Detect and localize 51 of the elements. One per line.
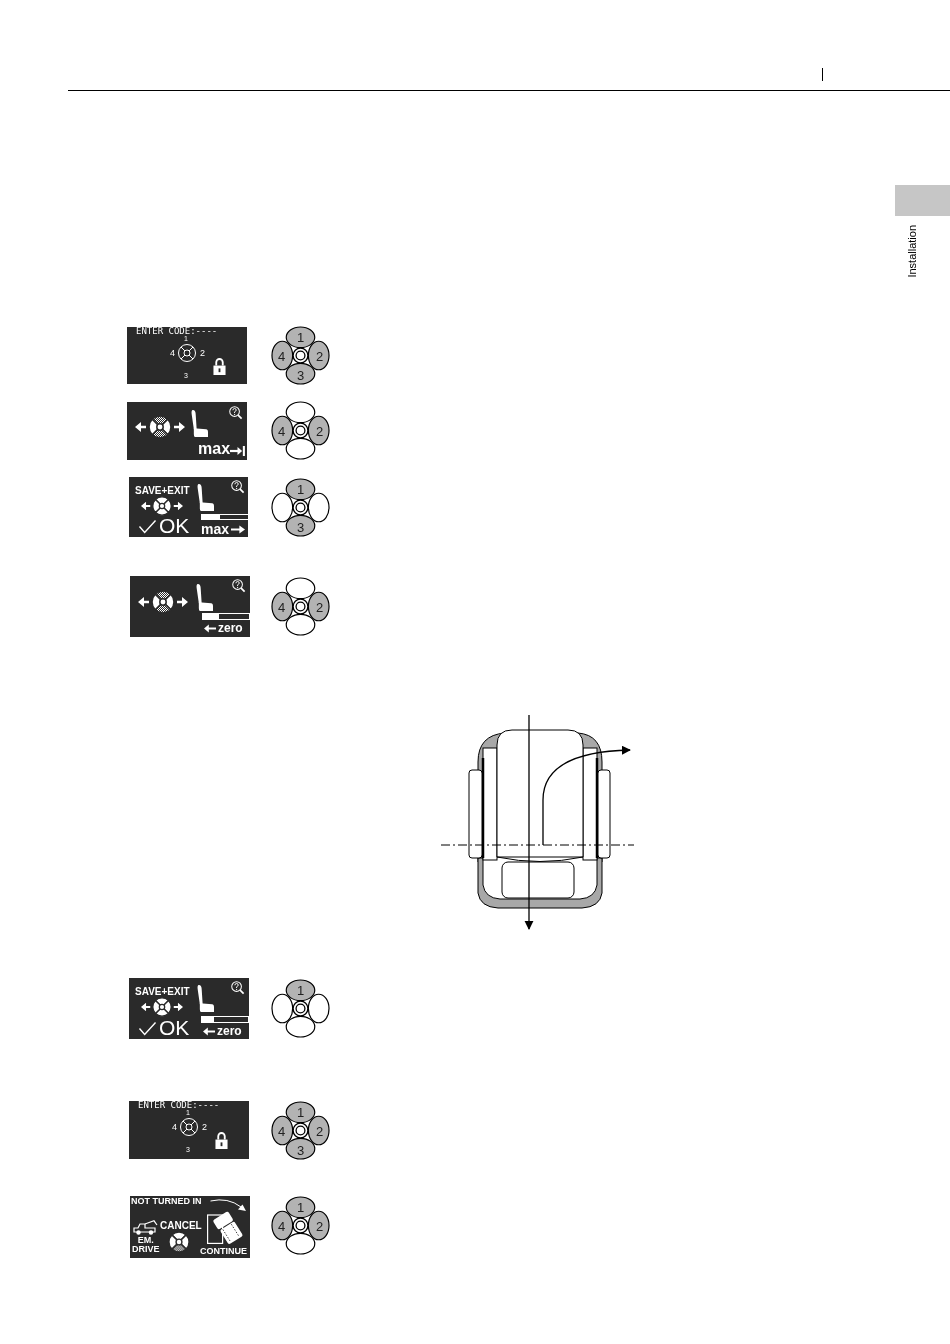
key-number: 4 — [277, 1124, 286, 1137]
display-screen — [129, 1101, 249, 1159]
direction-number: 2 — [202, 1123, 207, 1132]
display-screen — [130, 576, 250, 637]
keypad — [271, 979, 330, 1038]
end-position-label: max — [201, 522, 230, 536]
direction-number: 2 — [200, 349, 205, 358]
code-prompt: ENTER CODE:---- — [138, 1101, 220, 1110]
display-screen — [127, 327, 247, 384]
keypad — [271, 1101, 330, 1160]
direction-number: 4 — [170, 349, 175, 358]
key-number: 4 — [277, 1219, 286, 1232]
option-label: CONTINUE — [200, 1247, 247, 1256]
keypad — [271, 326, 330, 385]
key-number: 3 — [296, 368, 305, 381]
key-number: 4 — [277, 424, 286, 437]
key-number: 1 — [296, 330, 305, 343]
keypad — [271, 577, 330, 636]
key-number: 3 — [296, 520, 305, 533]
key-number: 1 — [296, 983, 305, 996]
display-screen — [129, 477, 248, 537]
confirm-label: OK — [159, 1017, 190, 1038]
keypad — [271, 1196, 330, 1255]
display-screen — [127, 402, 247, 460]
key-number: 4 — [277, 600, 286, 613]
key-number: 2 — [315, 600, 324, 613]
key-number: 2 — [315, 1219, 324, 1232]
display-screen — [130, 1196, 250, 1258]
key-number: 4 — [277, 349, 286, 362]
menu-label: SAVE+EXIT — [135, 987, 190, 997]
confirm-label: OK — [159, 515, 190, 536]
section-label: Installation — [907, 225, 918, 278]
option-label: EM. DRIVE — [132, 1236, 160, 1255]
key-number: 1 — [296, 482, 305, 495]
key-number: 2 — [315, 1124, 324, 1137]
option-label: CANCEL — [160, 1221, 202, 1231]
key-number: 1 — [296, 1200, 305, 1213]
keypad — [271, 478, 330, 537]
keypad — [271, 401, 330, 460]
code-prompt: ENTER CODE:---- — [136, 327, 218, 336]
key-number: 2 — [315, 349, 324, 362]
key-number: 3 — [296, 1143, 305, 1156]
key-number: 1 — [296, 1105, 305, 1118]
end-position-label: zero — [218, 622, 243, 634]
end-position-label: zero — [217, 1025, 242, 1037]
menu-label: SAVE+EXIT — [135, 486, 190, 496]
end-position-label: max — [198, 441, 231, 457]
key-number: 2 — [315, 424, 324, 437]
warning-title: NOT TURNED IN — [131, 1197, 202, 1206]
display-screen — [129, 978, 249, 1039]
direction-number: 4 — [172, 1123, 177, 1132]
